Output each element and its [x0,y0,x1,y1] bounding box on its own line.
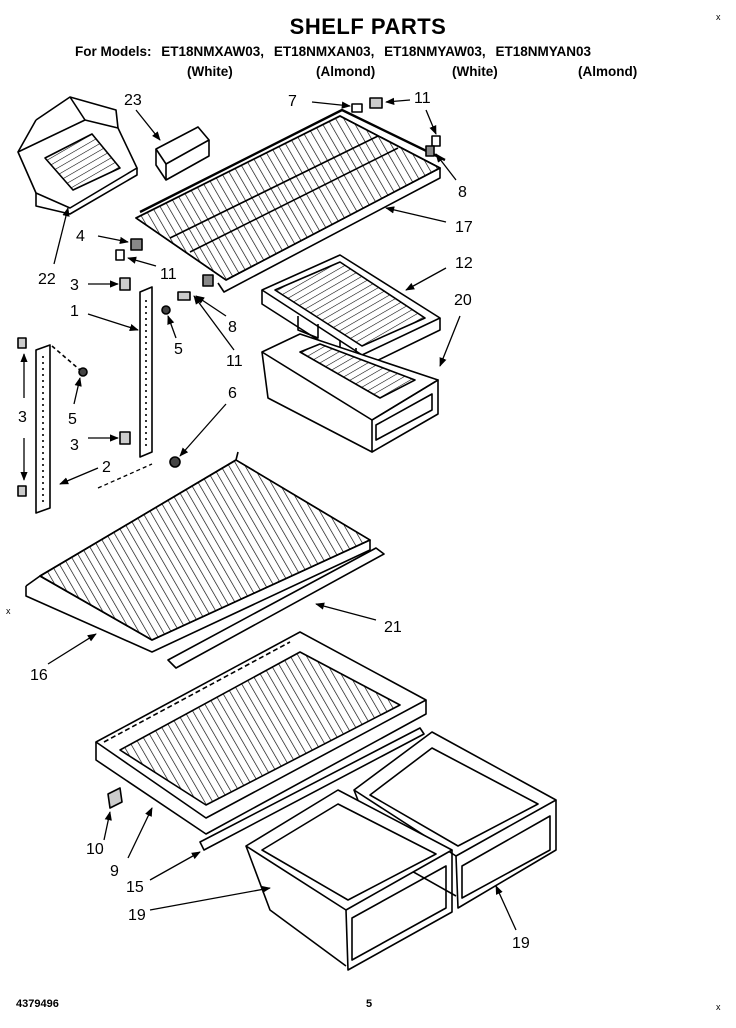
rail-2 [17,337,81,514]
model-4: ET18NMYAN03 [495,44,591,59]
label-17: 17 [455,219,473,236]
corner-mark-bottom-right: x [716,1002,721,1012]
rail-1 [119,286,153,458]
part-number-labels: 23 7 11 8 17 4 22 3 11 12 20 1 8 5 11 6 … [18,90,530,952]
label-16: 16 [30,667,48,684]
strip-15 [199,727,425,851]
trim-21 [167,547,385,669]
corner-mark-left: x [6,606,11,616]
label-7: 7 [288,93,297,110]
lower-shelf-9 [95,631,427,835]
label-11-top: 11 [414,90,431,107]
crisper-cover-12 [261,254,441,369]
label-2: 2 [102,459,111,476]
for-models-label: For Models: [75,44,152,59]
crisper-drawer-20 [261,333,439,453]
hardware-small-parts [78,97,441,468]
label-19-left: 19 [128,907,146,924]
label-22: 22 [38,271,56,288]
label-5-a: 5 [174,341,183,358]
label-8-mid: 8 [228,319,237,336]
color-2: (Almond) [316,64,376,79]
drawer-19-left [245,789,453,971]
model-2: ET18NMXAN03, [273,44,375,59]
main-shelf-16 [25,451,371,653]
label-6: 6 [228,385,237,402]
label-9: 9 [110,863,119,880]
color-1: (White) [187,64,233,79]
label-11-mid: 11 [160,266,177,283]
page-title: SHELF PARTS [289,14,447,39]
label-19-right: 19 [512,935,530,952]
label-8-top: 8 [458,184,467,201]
label-3-a: 3 [70,277,79,294]
trim-23 [155,126,210,181]
label-4: 4 [76,228,85,245]
bin-22 [17,96,138,215]
clip-10 [107,787,123,809]
leader-lines [20,97,517,931]
upper-shelf-17 [135,108,446,293]
color-3: (White) [452,64,498,79]
page-number: 5 [366,998,373,1010]
label-10: 10 [86,841,104,858]
models-line: For Models: ET18NMXAW03, ET18NMXAN03, ET… [75,44,597,59]
label-12: 12 [455,255,473,272]
label-11-low: 11 [226,353,243,370]
label-21: 21 [384,619,402,636]
label-5-b: 5 [68,411,77,428]
label-15: 15 [126,879,144,896]
label-3-b: 3 [18,409,27,426]
label-20: 20 [454,292,472,309]
label-1: 1 [70,303,79,320]
part-number-footer: 4379496 [16,998,59,1010]
color-4: (Almond) [578,64,638,79]
model-3: ET18NMYAW03, [384,44,486,59]
corner-mark-top-right: x [716,12,721,22]
label-3-c: 3 [70,437,79,454]
model-1: ET18NMXAW03, [161,44,265,59]
label-23: 23 [124,92,142,109]
drawer-19-right [353,731,557,909]
